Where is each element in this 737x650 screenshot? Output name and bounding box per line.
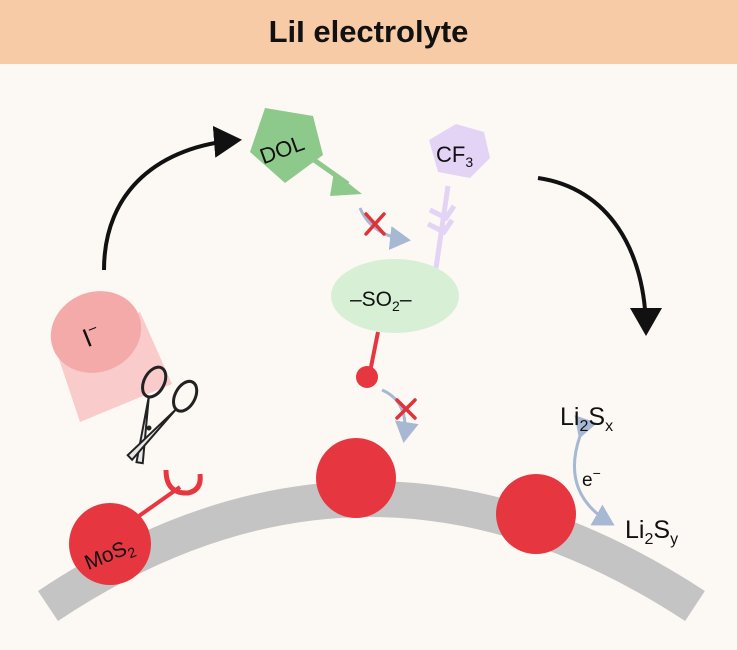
- mos2-sphere: [69, 503, 151, 585]
- block-x-icon: [395, 398, 417, 420]
- scissors-icon: [126, 365, 199, 465]
- electron-label: e−: [582, 465, 601, 491]
- flow-arrow-right: [537, 176, 662, 336]
- cf3-hexagon: [429, 124, 490, 178]
- flow-arrow-left: [102, 125, 242, 271]
- dol-arrowhead: [330, 172, 362, 196]
- dol-pentagon: [250, 108, 323, 183]
- tail-ball: [356, 366, 378, 388]
- so2-label: –SO2–: [350, 288, 412, 314]
- block-x-icon: [364, 212, 386, 236]
- blocked-arrow-bottom: [381, 388, 419, 443]
- catalytic-site-center: [316, 438, 396, 518]
- title-band: LiI electrolyte: [0, 0, 737, 64]
- li2sx-label: Li2Sx: [560, 403, 613, 435]
- cf3-stick: [433, 185, 451, 269]
- cf3-fletch-2: [426, 218, 455, 236]
- catalytic-site-right: [496, 474, 576, 554]
- cf3-label: CF3: [436, 142, 473, 170]
- cf3-fletch-1: [428, 204, 457, 222]
- so2-ellipse: [331, 259, 459, 333]
- blocked-arrow-top: [358, 207, 411, 250]
- so2-tail: [368, 331, 380, 373]
- mos2-linker-cup: [163, 469, 203, 496]
- iodide-ion: [50, 291, 142, 373]
- page-title: LiI electrolyte: [268, 14, 469, 49]
- conversion-arrow: [572, 415, 615, 526]
- li2sy-label: Li2Sy: [625, 516, 678, 548]
